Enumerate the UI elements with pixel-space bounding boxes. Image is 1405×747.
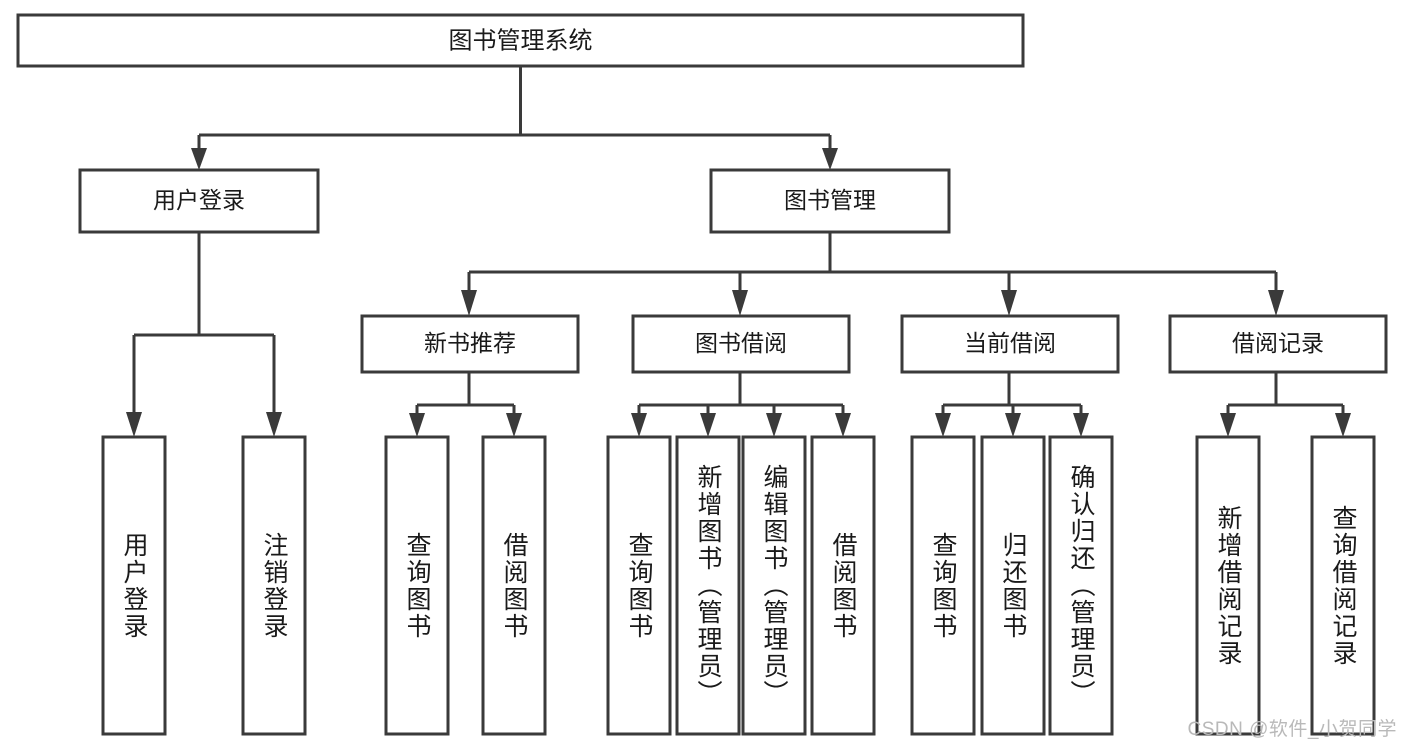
node-box-leaf-borrow-book-2[interactable] (810, 435, 876, 736)
node-label-new-book-rec: 新书推荐 (424, 330, 516, 356)
node-box-new-book-rec[interactable] (360, 314, 580, 374)
arrow-head-leaf-add-record (1220, 413, 1236, 437)
arrow-head-leaf-query-book-3 (935, 413, 951, 437)
connector-group-new-book-rec (409, 372, 522, 437)
watermark-text: CSDN @软件_小贺同学 (1187, 719, 1397, 740)
arrow-head-current-borrow (1001, 290, 1017, 316)
arrow-head-user-login (191, 148, 207, 170)
connector-group-current-borrow (935, 372, 1089, 437)
arrow-head-leaf-confirm-return (1073, 413, 1089, 437)
node-box-user-login[interactable] (78, 168, 320, 234)
arrow-head-leaf-user-login (126, 412, 142, 437)
arrow-head-leaf-return-book (1005, 413, 1021, 437)
connector-group-book-borrow (631, 372, 851, 437)
arrow-head-leaf-query-record (1335, 413, 1351, 437)
node-box-leaf-borrow-book-1[interactable] (481, 435, 547, 736)
node-box-leaf-user-logout[interactable] (241, 435, 307, 736)
node-box-root[interactable] (16, 13, 1025, 68)
node-box-leaf-edit-book[interactable] (741, 435, 807, 736)
arrow-head-book-borrow (732, 290, 748, 316)
node-box-leaf-confirm-return[interactable] (1048, 435, 1114, 736)
node-label-current-borrow: 当前借阅 (964, 330, 1056, 356)
node-box-book-manage[interactable] (709, 168, 951, 234)
arrow-head-leaf-borrow-book-2 (835, 413, 851, 437)
connector-group-root (191, 66, 838, 170)
arrow-head-leaf-query-book-2 (631, 413, 647, 437)
node-box-current-borrow[interactable] (900, 314, 1120, 374)
node-box-book-borrow[interactable] (631, 314, 851, 374)
node-box-borrow-record[interactable] (1168, 314, 1388, 374)
node-box-leaf-add-book[interactable] (675, 435, 741, 736)
node-box-leaf-user-login[interactable] (101, 435, 167, 736)
node-box-leaf-query-book-2[interactable] (606, 435, 672, 736)
connector-group-borrow-record (1220, 372, 1351, 437)
node-label-book-borrow: 图书借阅 (695, 330, 787, 356)
arrow-head-leaf-edit-book (766, 413, 782, 437)
connector-group-user-login (126, 232, 282, 437)
connector-group-book-manage (461, 232, 1284, 316)
arrow-head-borrow-record (1268, 290, 1284, 316)
node-box-leaf-return-book[interactable] (980, 435, 1046, 736)
node-box-leaf-query-record[interactable] (1310, 435, 1376, 736)
node-label-book-manage: 图书管理 (784, 187, 876, 213)
node-label-borrow-record: 借阅记录 (1232, 330, 1324, 356)
arrow-head-leaf-user-logout (266, 412, 282, 437)
node-label-user-login: 用户登录 (153, 187, 245, 213)
node-box-leaf-add-record[interactable] (1195, 435, 1261, 736)
arrow-head-leaf-query-book-1 (409, 413, 425, 437)
arrow-head-leaf-borrow-book-1 (506, 413, 522, 437)
arrow-head-book-manage (822, 148, 838, 170)
node-label-root: 图书管理系统 (449, 27, 593, 54)
arrow-head-leaf-add-book (700, 413, 716, 437)
node-box-leaf-query-book-3[interactable] (910, 435, 976, 736)
arrow-head-new-book-rec (461, 290, 477, 316)
node-box-leaf-query-book-1[interactable] (384, 435, 450, 736)
